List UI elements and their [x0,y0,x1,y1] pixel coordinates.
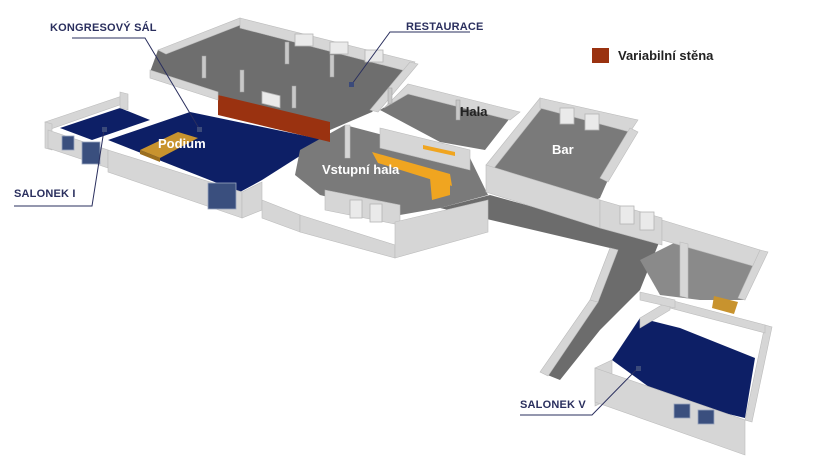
furniture [140,132,738,314]
reception-counter [372,152,452,186]
salonek-5-floor[interactable] [612,318,755,418]
callout-kongresovy-sal: KONGRESOVÝ SÁL [50,22,157,34]
callout-salonek-5: SALONEK V [520,399,586,411]
stair [712,296,738,314]
room-label-bar: Bar [552,142,574,157]
salonek-1-floor[interactable] [60,108,150,140]
right-wing-floor [640,240,760,300]
callout-restaurace: RESTAURACE [406,21,484,33]
legend-label: Variabilní stěna [618,48,714,63]
callout-line-kongresovy-sal [72,37,201,131]
variable-wall [218,95,330,142]
kongresovy-sal-floor[interactable] [108,112,325,192]
room-label-hala: Hala [460,104,488,119]
callout-lines [14,31,639,416]
blue-windows [61,135,715,425]
callout-line-restaurace [351,31,470,85]
callout-salonek-1: SALONEK I [14,188,76,200]
legend: Variabilní stěna [592,48,713,63]
callout-dots [102,82,641,371]
room-label-podium: Podium [158,136,206,151]
columns [201,41,461,121]
corridor-floor [440,195,660,380]
room-label-vstupni-hala: Vstupní hala [322,162,400,177]
callout-line-salonek-1 [14,129,105,207]
legend-swatch-variable-wall [592,48,609,63]
restaurace-floor [150,22,410,130]
callout-line-salonek-5 [520,367,639,416]
windows [261,33,655,231]
podium-stage [140,132,198,158]
hala-floor [380,92,510,150]
